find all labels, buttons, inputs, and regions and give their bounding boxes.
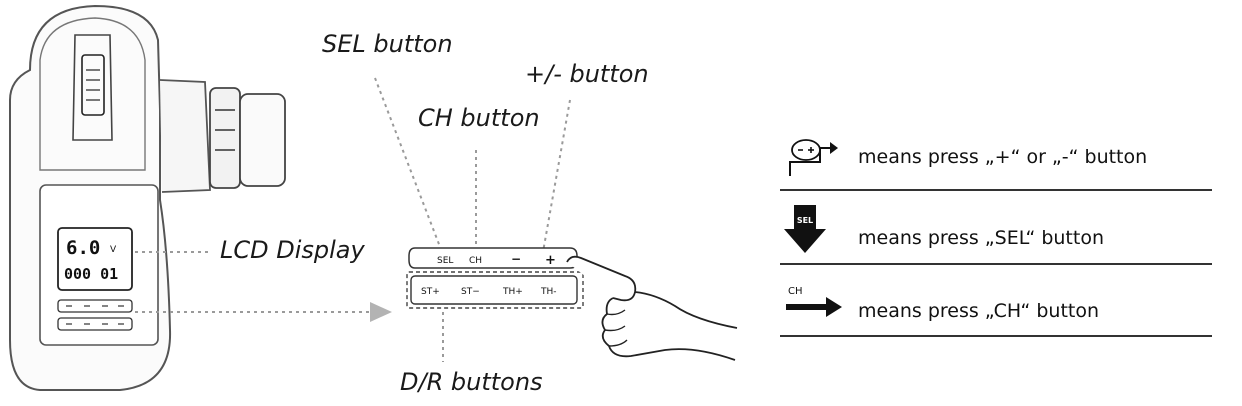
legend-divider-2	[780, 263, 1212, 265]
panel-button-sel: SEL	[437, 256, 453, 266]
panel-button-minus: −	[511, 252, 521, 266]
panel-button-ch: CH	[469, 256, 482, 266]
legend-divider-3	[780, 335, 1212, 337]
legend-row-sel: SEL means press „SEL“ button	[780, 205, 1210, 263]
panel-button-st-minus: ST−	[461, 287, 480, 297]
plus-minus-press-icon	[789, 139, 838, 176]
button-panel: SEL CH − + ST+ ST− TH+ TH-	[406, 247, 584, 309]
dr-buttons-callout: D/R buttons	[400, 368, 543, 396]
pointing-hand-icon	[566, 255, 738, 361]
panel-button-th-minus: TH-	[540, 287, 557, 297]
ch-press-icon: CH	[786, 286, 842, 317]
lcd-line-1: 6.0	[66, 237, 100, 259]
ch-button-callout: CH button	[418, 104, 540, 132]
legend-divider-1	[780, 189, 1212, 191]
legend-row-ch: CH means press „CH“ button	[780, 280, 1210, 338]
transmitter-illustration: 6.0 V 000 01	[9, 4, 286, 391]
plus-minus-button-callout: +/- button	[525, 60, 649, 88]
legend-text-sel: means press „SEL“ button	[858, 227, 1104, 249]
panel-button-st-plus: ST+	[421, 287, 440, 297]
lcd-unit: V	[110, 245, 117, 255]
legend-text-ch: means press „CH“ button	[858, 300, 1100, 322]
lcd-line-2: 000 01	[64, 265, 118, 283]
sel-button-callout: SEL button	[322, 30, 453, 58]
panel-button-th-plus: TH+	[502, 287, 523, 297]
legend-text-plus-minus: means press „+“ or „-“ button	[858, 146, 1148, 168]
panel-button-plus: +	[545, 253, 556, 268]
ch-icon-label: CH	[788, 286, 803, 297]
sel-press-icon: SEL	[784, 205, 826, 253]
sel-icon-label: SEL	[797, 216, 813, 225]
legend-row-plus-minus: means press „+“ or „-“ button	[780, 132, 1210, 190]
zoom-arrow-head	[370, 302, 392, 322]
lcd-display-callout: LCD Display	[220, 236, 365, 264]
